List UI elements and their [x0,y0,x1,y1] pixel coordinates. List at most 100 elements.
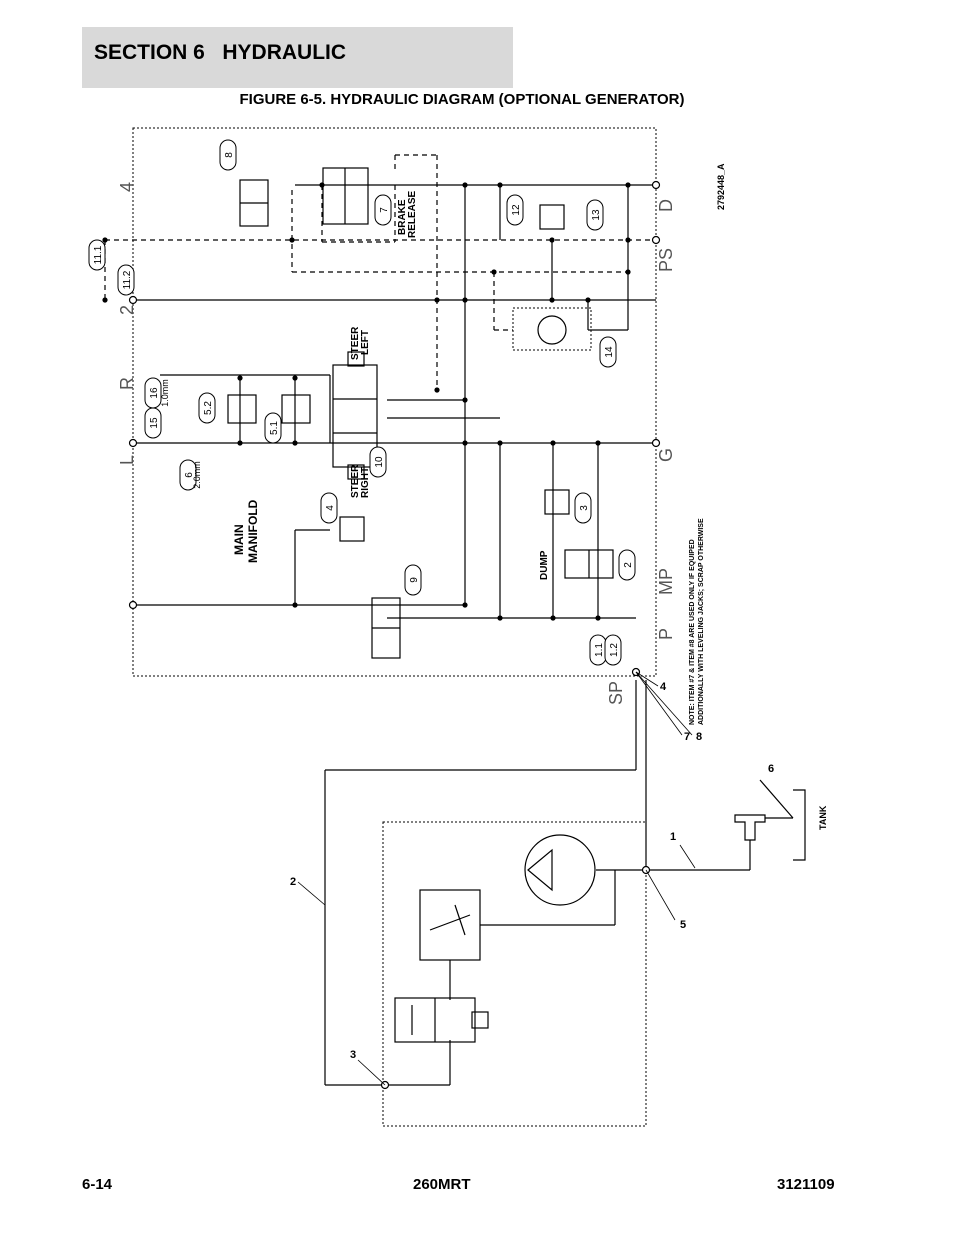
component-balloon-c5_2: 5.2 [198,392,216,424]
figure-title: FIGURE 6-5. HYDRAULIC DIAGRAM (OPTIONAL … [239,91,685,108]
junction-dot [497,182,503,188]
junction-dot [462,182,468,188]
port-ps: PS [656,248,676,272]
junction-dot [462,440,468,446]
component-balloon-text: 5.2 [203,401,214,415]
port-sp: SP [606,681,626,705]
component-balloon-c1_2: 1.2 [604,634,622,666]
junction-dot [434,297,440,303]
port-4: 4 [117,182,137,192]
callout-4: 4 [660,681,667,693]
junction-dot [319,182,325,188]
steer-right-label-2: RIGHT [360,467,371,498]
component-balloon-text: 10 [374,456,385,468]
junction-dot [102,297,108,303]
component-balloon-c15: 15 [144,407,162,439]
steer-left-label-2: LEFT [360,330,371,355]
junction-dot [292,375,298,381]
component-balloon-c14: 14 [599,336,617,368]
junction-dot [237,375,243,381]
steer-left-label: STEER [350,326,361,360]
component-balloon-text: 6 [184,472,195,478]
port-r: R [117,377,137,390]
callout-2: 2 [290,876,296,888]
component-balloon-c2: 2 [618,549,636,581]
callout-8: 8 [696,731,702,743]
section-title: SECTION 6 HYDRAULIC [94,41,347,64]
component-balloon-text: 3 [579,505,590,511]
note-line-2: ADDITIONALLY WITH LEVELING JACKS; SCRAP … [698,518,705,725]
component-balloon-text: 11.2 [122,270,133,289]
port-mp: MP [656,568,676,595]
component-balloon-c1_1: 1.1 [589,634,607,666]
component-balloon-text: 11.1 [93,245,104,264]
component-balloon-c16: 16 [144,377,162,409]
junction-dot [237,440,243,446]
port-p: P [656,628,676,640]
component-balloon-c13: 13 [586,199,604,231]
pressure-pump-14 [537,315,567,345]
junction-dot [549,237,555,243]
component-balloon-c7: 7 [374,194,392,226]
junction-dot [292,602,298,608]
component-balloon-c10: 10 [369,446,387,478]
component-balloon-c11_2: 11.2 [117,264,135,296]
component-balloon-text: 12 [511,204,522,216]
component-balloon-c11_1: 11.1 [88,239,106,271]
main-manifold-label-2: MANIFOLD [246,499,260,563]
steer-right-label: STEER [350,464,361,498]
junction-dot [497,440,503,446]
orifice-size-label: 1.0mm [160,379,170,407]
pump-assembly-boundary [382,821,647,1127]
dump-label: DUMP [539,550,550,580]
junction-dot [434,387,440,393]
component-balloon-c5_1: 5.1 [264,412,282,444]
port-g: G [656,448,676,462]
brake-release-label: BRAKE [397,199,408,235]
component-balloon-text: 1.2 [609,643,620,657]
junction-dot [462,397,468,403]
component-balloon-text: 16 [149,387,160,399]
component-balloon-text: 8 [224,152,235,158]
junction-dot [625,182,631,188]
junction-dot [102,237,108,243]
component-balloon-text: 4 [325,505,336,511]
flow-control [419,889,481,961]
component-balloon-text: 1.1 [594,643,605,657]
component-balloon-c3: 3 [574,492,592,524]
footer-page-number: 6-14 [82,1176,113,1193]
component-balloon-c8: 8 [219,139,237,171]
junction-dot [550,440,556,446]
drawing-number: 2792448_A [716,163,726,210]
junction-dot [491,269,497,275]
junction-dot [292,440,298,446]
callout-3: 3 [350,1049,356,1061]
footer-model: 260MRT [413,1176,471,1193]
callout-5: 5 [680,919,686,931]
junction-dot [462,297,468,303]
component-balloon-c6: 6 [179,459,197,491]
junction-dot [497,615,503,621]
component-balloon-c12: 12 [506,194,524,226]
junction-dot [595,440,601,446]
junction-dot [585,297,591,303]
component-balloon-c9: 9 [404,564,422,596]
main-manifold-label: MAIN [232,524,246,555]
port-l: L [117,455,137,465]
component-balloon-c4: 4 [320,492,338,524]
port-2: 2 [117,305,137,315]
manifold-boundary [132,127,657,677]
junction-dot [595,615,601,621]
footer-doc-number: 3121109 [777,1176,835,1193]
callout-6: 6 [768,763,774,775]
orifice-size-label: 2.0mm [192,461,202,489]
component-balloon-text: 14 [604,346,615,358]
junction-dot [625,269,631,275]
component-balloon-text: 2 [623,562,634,568]
steer-valve [332,364,378,468]
component-balloon-text: 15 [149,417,160,429]
pump-symbol [524,834,596,906]
junction-dot [462,602,468,608]
callout-1: 1 [670,831,676,843]
port-d: D [656,199,676,212]
